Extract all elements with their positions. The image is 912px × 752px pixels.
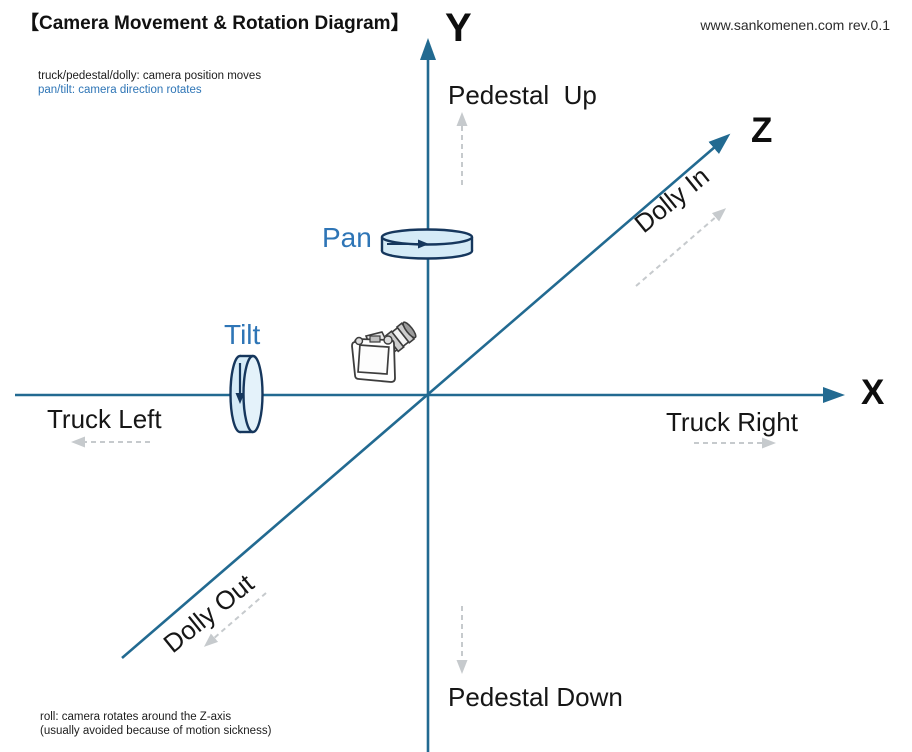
truck-left-label: Truck Left	[47, 404, 162, 434]
y-axis-label: Y	[445, 6, 472, 50]
x-axis-label: X	[861, 373, 885, 412]
legend-position-note: truck/pedestal/dolly: camera position mo…	[38, 70, 262, 82]
camera-icon	[351, 321, 417, 383]
site-reference: www.sankomenen.com rev.0.1	[700, 17, 890, 33]
axes-group	[15, 38, 845, 752]
z-axis-line	[121, 133, 731, 659]
dolly-out-arrow	[203, 592, 267, 647]
diagram-title: 【Camera Movement & Rotation Diagram】	[20, 13, 410, 34]
z-axis-label: Z	[751, 111, 773, 150]
pedestal-up-label: Pedestal Up	[448, 80, 597, 110]
legend-rotation-note: pan/tilt: camera direction rotates	[38, 84, 202, 96]
pan-label: Pan	[322, 222, 372, 253]
truck-right-label: Truck Right	[666, 407, 798, 437]
pedestal-down-label: Pedestal Down	[448, 682, 623, 712]
tilt-disc	[229, 354, 264, 434]
footnote-roll-line2: (usually avoided because of motion sickn…	[40, 725, 272, 737]
tilt-label: Tilt	[224, 319, 261, 350]
footnote-roll-line1: roll: camera rotates around the Z-axis	[40, 711, 232, 723]
dashed-arrows-group	[71, 112, 776, 674]
pan-disc	[380, 228, 474, 260]
